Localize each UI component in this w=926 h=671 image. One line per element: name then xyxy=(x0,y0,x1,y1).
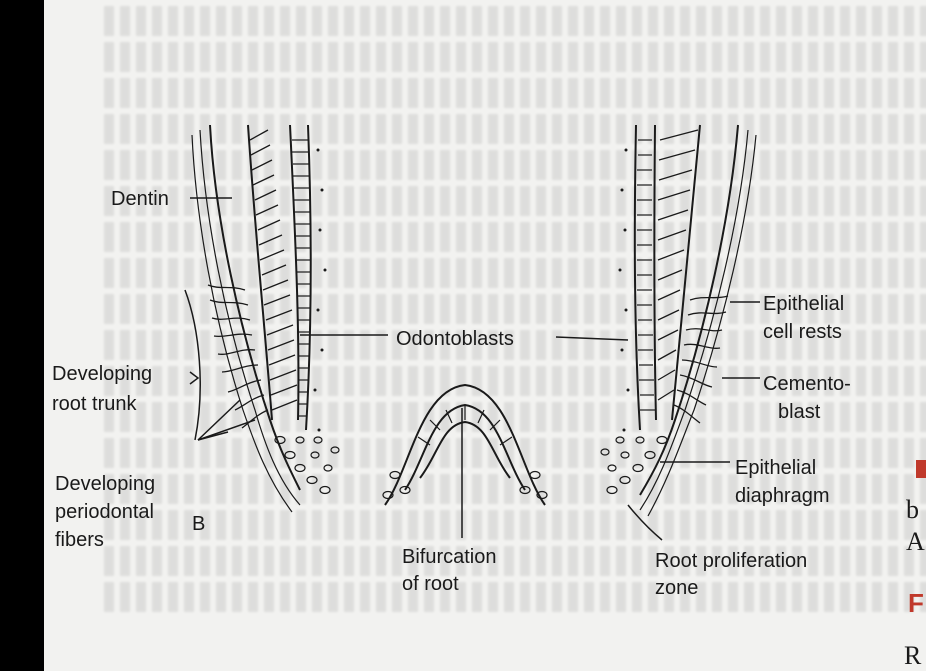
label-root-proliferation-line1: Root proliferation xyxy=(655,550,807,572)
right-root-dots xyxy=(619,149,630,432)
apical-cells xyxy=(275,437,339,494)
label-developing-root-trunk-line1: Developing xyxy=(52,363,152,385)
label-root-proliferation-line2: zone xyxy=(655,577,698,599)
label-odontoblasts: Odontoblasts xyxy=(396,328,514,350)
label-epithelial-diaphragm-line2: diaphragm xyxy=(735,485,830,507)
label-dentin: Dentin xyxy=(111,188,169,210)
label-bifurcation-line2: of root xyxy=(402,573,459,595)
label-epithelial-cell-rests-line1: Epithelial xyxy=(763,293,844,315)
edge-text-a: A xyxy=(906,527,925,556)
label-developing-periodontal-line1: Developing xyxy=(55,473,155,495)
right-root-wall xyxy=(601,125,756,516)
label-panel-b: B xyxy=(192,513,205,535)
bifurcation-arch xyxy=(383,385,547,505)
label-developing-root-trunk-line2: root trunk xyxy=(52,393,137,415)
dentin-hatching xyxy=(250,130,297,410)
label-epithelial-cell-rests-line2: cell rests xyxy=(763,321,842,343)
label-cementoblast-line2: blast xyxy=(778,401,821,423)
red-edge-mark xyxy=(916,460,926,478)
label-bifurcation-line1: Bifurcation xyxy=(402,546,497,568)
left-root-dots xyxy=(314,149,327,432)
label-developing-periodontal-line2: periodontal xyxy=(55,501,154,523)
edge-text-r: R xyxy=(904,641,922,670)
label-cementoblast-line1: Cemento- xyxy=(763,373,851,395)
diagram-labels: Dentin Odontoblasts Developing root trun… xyxy=(52,188,851,599)
edge-text-f: F xyxy=(908,588,924,618)
label-developing-periodontal-line3: fibers xyxy=(55,529,104,551)
odontoblast-cells xyxy=(637,140,655,410)
leader-lines xyxy=(185,198,760,540)
label-epithelial-diaphragm-line1: Epithelial xyxy=(735,457,816,479)
page-edge-fragments: b A F R xyxy=(904,460,926,670)
left-root-wall xyxy=(192,125,339,512)
edge-text-b: b xyxy=(906,495,919,524)
